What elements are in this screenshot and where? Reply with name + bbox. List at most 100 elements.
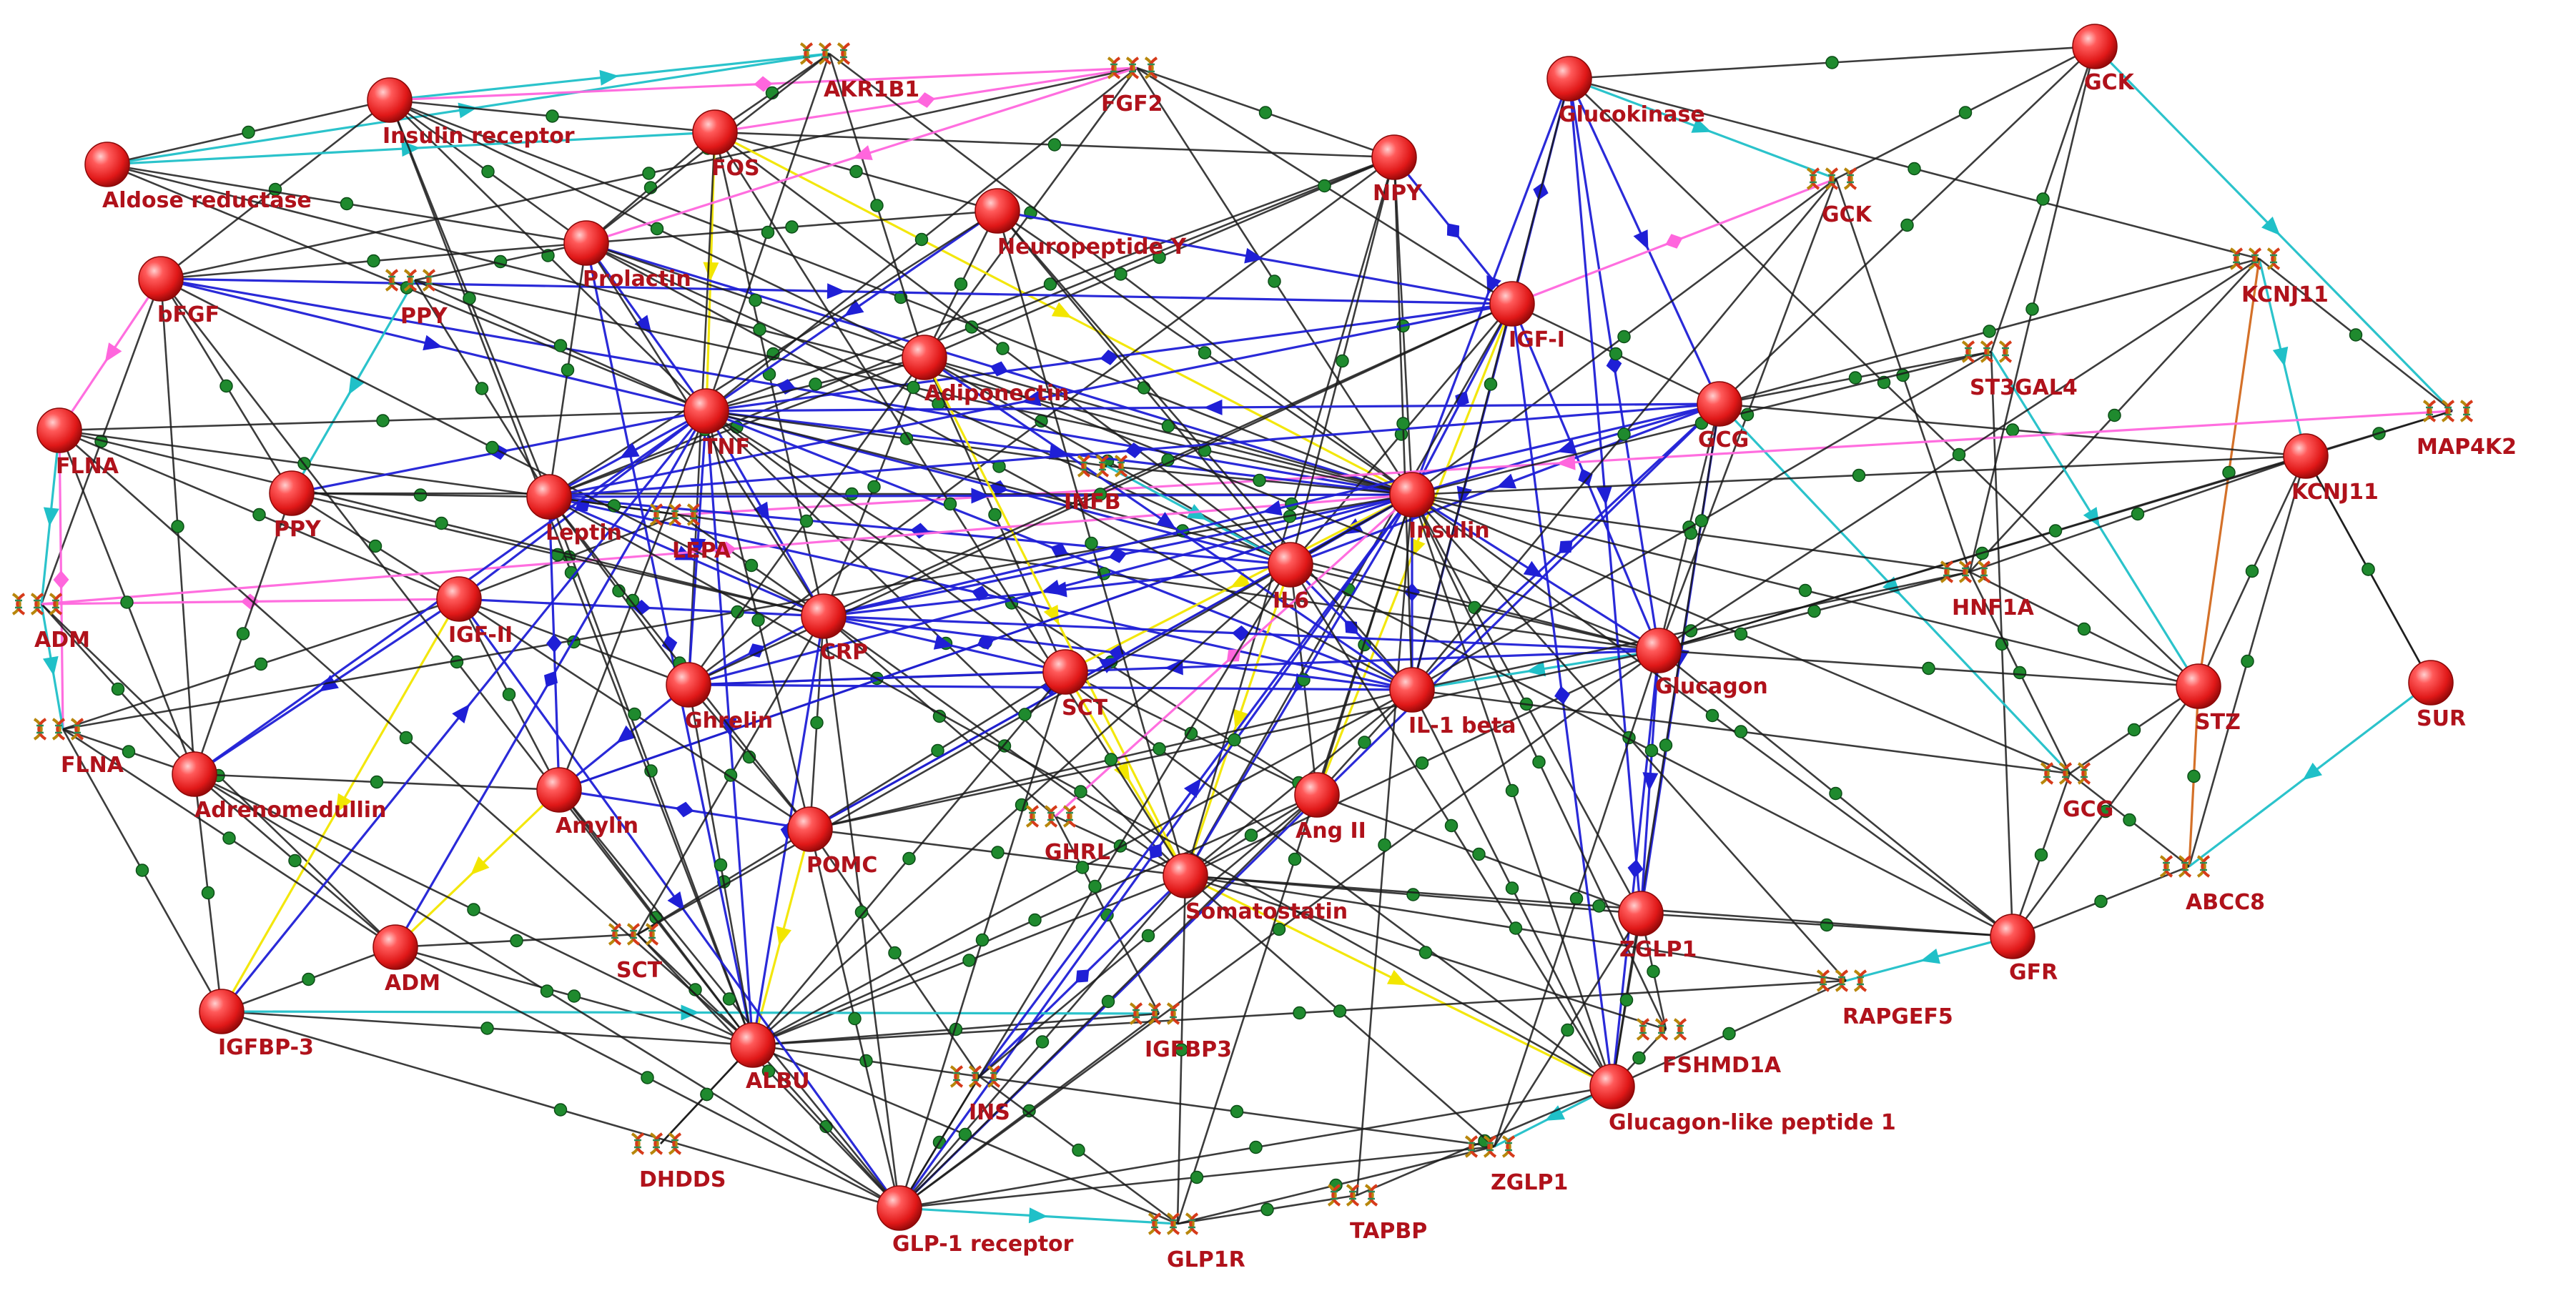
node-ang-ii[interactable] <box>1294 772 1340 818</box>
node-prolactin[interactable] <box>563 220 609 266</box>
node-gcg[interactable] <box>2040 762 2091 785</box>
node-aldose-reductase[interactable] <box>84 142 130 187</box>
node-ins[interactable] <box>949 1065 1001 1088</box>
node-albu[interactable] <box>730 1022 776 1068</box>
node-glp1r[interactable] <box>1148 1212 1199 1235</box>
edge-n4-n21 <box>706 66 1138 412</box>
node-insulin-receptor[interactable] <box>367 77 413 123</box>
node-label: Glucagon-like peptide 1 <box>1609 1110 1896 1135</box>
node-label: Neuropeptide Y <box>997 234 1187 259</box>
node-gfr[interactable] <box>1990 914 2035 959</box>
node-label: Ghrelin <box>685 708 773 733</box>
node-sur[interactable] <box>2408 660 2454 706</box>
node-crp[interactable] <box>801 593 847 639</box>
node-hnf1a[interactable] <box>1940 560 1991 583</box>
node-fshmd1a[interactable] <box>1636 1018 1687 1041</box>
node-gck[interactable] <box>2072 24 2118 69</box>
edge-midpoint-dot <box>975 933 990 947</box>
node-map4k2[interactable] <box>2422 400 2474 422</box>
node-gck[interactable] <box>1806 167 1857 190</box>
edge-arrowhead <box>1125 442 1144 458</box>
node-il6[interactable] <box>1268 542 1313 588</box>
edge-n34-n26 <box>1411 493 2199 688</box>
edge-n17-n21 <box>706 356 925 412</box>
node-label: Leptin <box>546 520 622 545</box>
node-label: ZGLP1 <box>1619 937 1697 962</box>
edge-n18-n21 <box>706 399 1720 415</box>
node-glucokinase[interactable] <box>1546 56 1592 102</box>
node-tapbp[interactable] <box>1327 1184 1378 1207</box>
edge-n5-n6 <box>714 131 1395 159</box>
node-igf-ii[interactable] <box>436 576 482 622</box>
edge-n47-n57 <box>978 874 1187 1078</box>
node-ppy[interactable] <box>269 470 315 516</box>
edge-arrowhead <box>721 718 737 738</box>
node-leptin[interactable] <box>526 474 572 520</box>
node-zglp1[interactable] <box>1618 891 1664 936</box>
node-infb[interactable] <box>1077 455 1128 478</box>
node-st3gal4[interactable] <box>1961 340 2013 363</box>
node-adrenomedullin[interactable] <box>172 751 217 797</box>
node-igfbp-3[interactable] <box>199 989 245 1034</box>
node-pomc[interactable] <box>787 806 833 852</box>
node-ppy[interactable] <box>385 269 436 292</box>
edge-midpoint-dot <box>1074 785 1087 798</box>
edge-n39-n58 <box>1411 689 1614 1087</box>
edge-n8-n9 <box>1835 45 2096 180</box>
node-adm[interactable] <box>11 593 63 615</box>
node-label: Glucokinase <box>1559 102 1705 127</box>
node-stz[interactable] <box>2176 663 2221 709</box>
red-sphere-icon <box>1618 891 1664 936</box>
node-flna[interactable] <box>33 718 84 741</box>
node-igf-i[interactable] <box>1489 281 1535 327</box>
node-abcc8[interactable] <box>2159 855 2211 878</box>
node-bfgf[interactable] <box>138 256 184 302</box>
node-rapgef5[interactable] <box>1816 969 1867 992</box>
node-gcg[interactable] <box>1697 381 1742 427</box>
edge-midpoint-dot <box>236 627 250 640</box>
node-tnf[interactable] <box>684 388 729 434</box>
node-akr1b1[interactable] <box>799 42 851 65</box>
edge-n55-n47 <box>1185 874 1667 1031</box>
edge-midpoint-dot <box>1922 661 1935 676</box>
node-fos[interactable] <box>692 109 738 155</box>
edge-n34-n40 <box>2069 685 2199 775</box>
node-il-1-beta[interactable] <box>1389 667 1435 713</box>
edge-n30-n62 <box>458 598 901 1209</box>
node-glucagon[interactable] <box>1636 628 1682 673</box>
node-fgf2[interactable] <box>1107 56 1158 79</box>
node-insulin[interactable] <box>1389 472 1435 518</box>
node-neuropeptide-y[interactable] <box>974 188 1020 234</box>
node-zglp1[interactable] <box>1464 1135 1516 1158</box>
node-sct[interactable] <box>1042 649 1088 695</box>
node-igfbp3[interactable] <box>1129 1002 1180 1025</box>
node-glp-1-receptor[interactable] <box>877 1185 922 1231</box>
edge-arrowhead <box>1043 604 1060 625</box>
edge-arrowhead <box>1113 761 1130 782</box>
node-somatostatin[interactable] <box>1163 853 1208 899</box>
node-adm[interactable] <box>372 924 418 970</box>
node-ghrl[interactable] <box>1025 805 1077 828</box>
node-npy[interactable] <box>1371 134 1417 180</box>
red-sphere-icon <box>1546 56 1592 102</box>
node-label: RAPGEF5 <box>1842 1004 1953 1029</box>
edge-arrowhead <box>1050 543 1068 558</box>
node-dhdds[interactable] <box>631 1132 682 1155</box>
node-sct[interactable] <box>608 923 659 946</box>
node-lepa[interactable] <box>649 503 701 526</box>
node-kcnj11[interactable] <box>2283 433 2329 479</box>
edge-midpoint-dot <box>1468 600 1481 615</box>
dna-helix-icon <box>949 1065 1001 1088</box>
node-adiponectin[interactable] <box>902 335 947 380</box>
node-amylin[interactable] <box>536 767 582 813</box>
edge-midpoint-dot <box>1114 267 1127 281</box>
node-kcnj11[interactable] <box>2229 247 2281 270</box>
edge-n42-n49 <box>394 788 561 949</box>
node-flna[interactable] <box>36 407 82 453</box>
edge-n31-n58 <box>1289 564 1614 1087</box>
edge-n44-n51 <box>2012 865 2190 938</box>
edge-midpoint-dot <box>907 380 920 395</box>
node-glucagon-like-peptide-1[interactable] <box>1589 1064 1635 1109</box>
node-ghrelin[interactable] <box>666 662 711 708</box>
